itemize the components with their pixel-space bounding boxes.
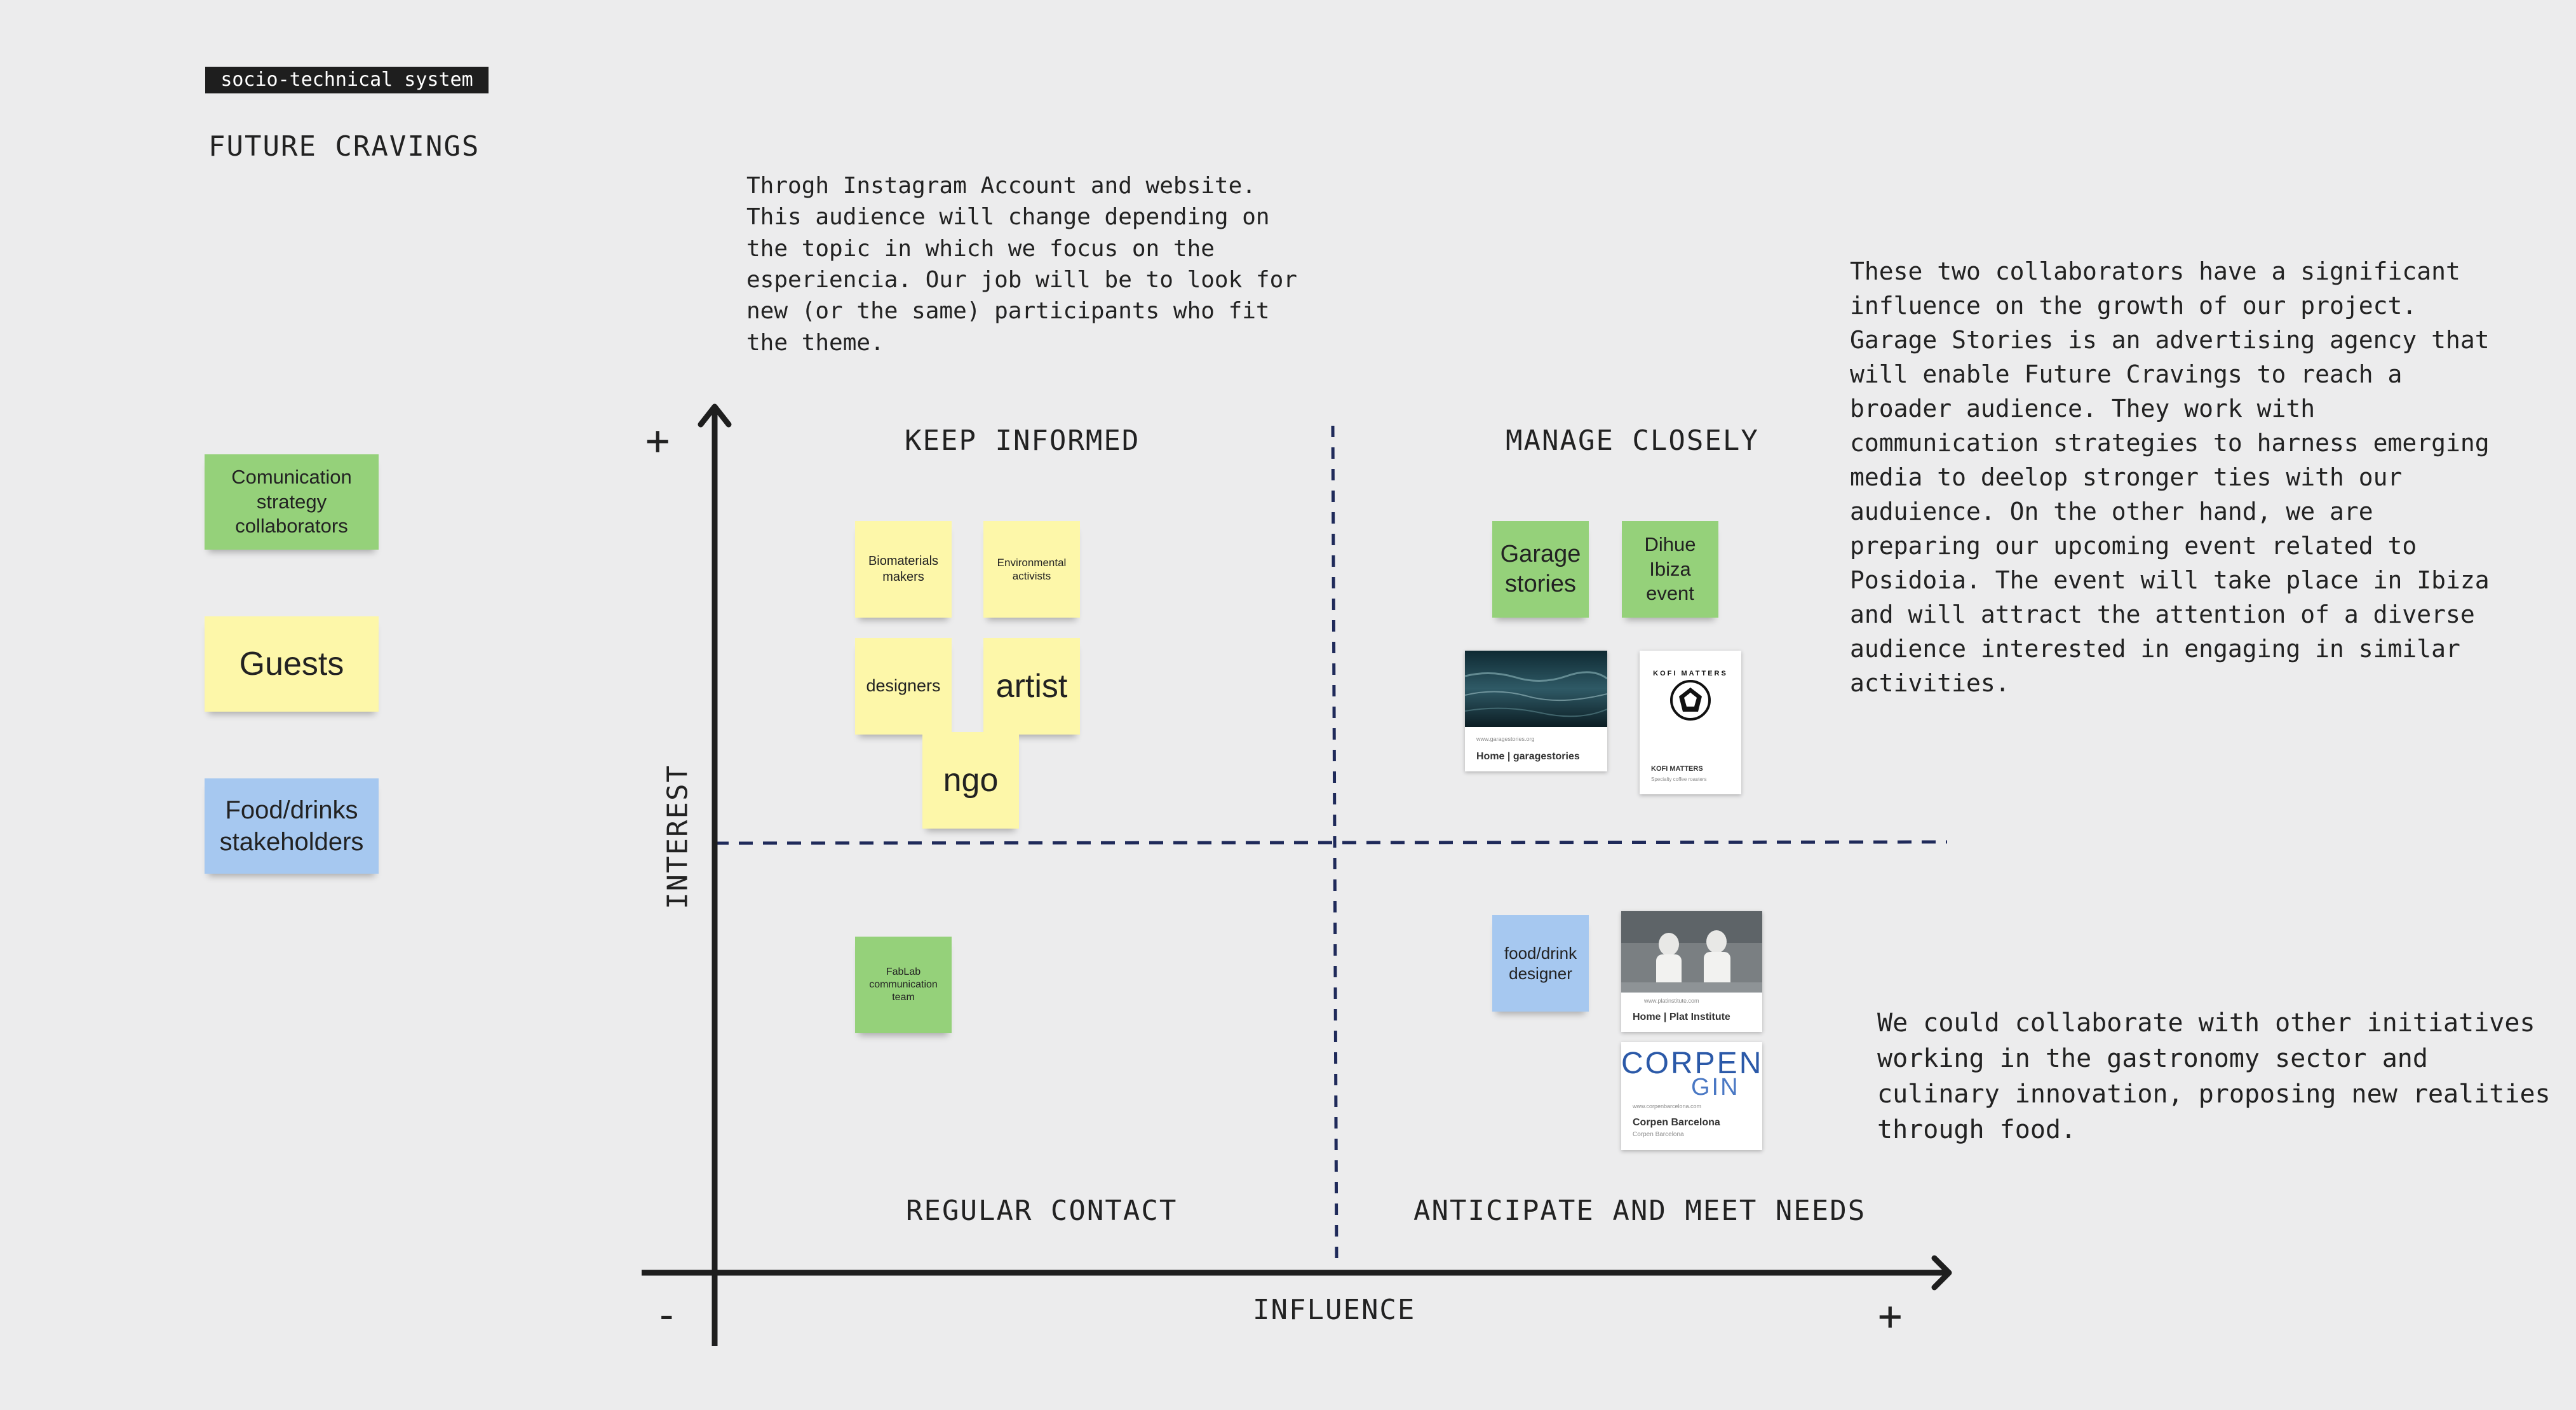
dihue-label: Dihue Ibiza event bbox=[1644, 532, 1696, 605]
legend-collaborators-label: Comunication strategy collaborators bbox=[231, 465, 352, 538]
water-image bbox=[1465, 651, 1607, 727]
legend-guests-sticky[interactable]: Guests bbox=[205, 616, 379, 712]
corpen-sub: Corpen Barcelona bbox=[1633, 1131, 1684, 1138]
instagram-note: Throgh Instagram Account and website. Th… bbox=[746, 173, 1297, 356]
lab-photo-image bbox=[1621, 911, 1762, 993]
food-designer-sticky[interactable]: food/drink designer bbox=[1492, 915, 1589, 1012]
y-axis-arrow bbox=[698, 403, 732, 428]
kofi-logo-icon bbox=[1670, 680, 1711, 721]
kofi-sub: Specialty coffee roasters bbox=[1651, 776, 1707, 782]
x-axis-arrow bbox=[1931, 1255, 1952, 1291]
plat-title: Home | Plat Institute bbox=[1633, 1012, 1730, 1022]
corpen-url: www.corpenbarcelona.com bbox=[1633, 1103, 1702, 1109]
system-tag: socio-technical system bbox=[205, 67, 489, 93]
garagestories-title: Home | garagestories bbox=[1476, 751, 1580, 762]
horizontal-divider bbox=[714, 840, 1948, 845]
plus-right-label: + bbox=[1878, 1293, 1903, 1340]
garage-stories-sticky[interactable]: Garage stories bbox=[1492, 521, 1589, 618]
y-axis-label: INTEREST bbox=[661, 764, 694, 909]
kofi-title: KOFI MATTERS bbox=[1651, 765, 1703, 773]
plat-institute-card[interactable]: www.platinstitute.com Home | Plat Instit… bbox=[1621, 911, 1762, 1032]
minus-label: - bbox=[654, 1292, 679, 1339]
x-axis-label: INFLUENCE bbox=[1253, 1294, 1416, 1326]
designers-sticky[interactable]: designers bbox=[855, 638, 952, 735]
environmental-label: Environmental activists bbox=[997, 556, 1067, 582]
legend-guests-label: Guests bbox=[239, 645, 344, 682]
quadrant-regular-contact: REGULAR CONTACT bbox=[906, 1195, 1178, 1227]
biomaterials-sticky[interactable]: Biomaterials makers bbox=[855, 521, 952, 618]
biomaterials-label: Biomaterials makers bbox=[868, 554, 939, 584]
artist-label: artist bbox=[995, 667, 1068, 705]
quadrant-anticipate-needs: ANTICIPATE AND MEET NEEDS bbox=[1413, 1195, 1866, 1227]
legend-collaborators-sticky[interactable]: Comunication strategy collaborators bbox=[205, 454, 379, 550]
plat-url: www.platinstitute.com bbox=[1644, 998, 1699, 1004]
corpen-title: Corpen Barcelona bbox=[1633, 1117, 1720, 1128]
kofi-logo-text: KOFI MATTERS bbox=[1653, 670, 1728, 677]
ngo-label: ngo bbox=[943, 761, 999, 799]
environmental-sticky[interactable]: Environmental activists bbox=[983, 521, 1080, 618]
corpen-logo-text: CORPEN bbox=[1621, 1047, 1763, 1080]
page-title: FUTURE CRAVINGS bbox=[208, 130, 480, 163]
vertical-divider bbox=[1331, 425, 1339, 1262]
garagestories-url: www.garagestories.org bbox=[1476, 736, 1535, 742]
ngo-sticky[interactable]: ngo bbox=[922, 732, 1019, 829]
designers-label: designers bbox=[866, 676, 941, 696]
legend-stakeholders-sticky[interactable]: Food/drinks stakeholders bbox=[205, 778, 379, 874]
gin-logo-text: GIN bbox=[1691, 1074, 1740, 1101]
fablab-label: FabLab communication team bbox=[869, 966, 938, 1003]
dihue-sticky[interactable]: Dihue Ibiza event bbox=[1622, 521, 1718, 618]
collaborators-note: These two collaborators have a significa… bbox=[1850, 257, 2490, 697]
corpen-gin-card[interactable]: CORPEN GIN www.corpenbarcelona.com Corpe… bbox=[1621, 1042, 1762, 1150]
plus-top-label: + bbox=[645, 417, 670, 464]
legend-stakeholders-label: Food/drinks stakeholders bbox=[219, 796, 364, 856]
gastronomy-note: We could collaborate with other initiati… bbox=[1877, 1008, 2551, 1144]
artist-sticky[interactable]: artist bbox=[983, 638, 1080, 735]
quadrant-keep-informed: KEEP INFORMED bbox=[905, 424, 1140, 457]
quadrant-manage-closely: MANAGE CLOSELY bbox=[1506, 424, 1759, 457]
garage-stories-label: Garage stories bbox=[1500, 540, 1581, 598]
fablab-sticky[interactable]: FabLab communication team bbox=[855, 937, 952, 1033]
food-designer-label: food/drink designer bbox=[1504, 943, 1577, 984]
garagestories-card[interactable]: www.garagestories.org Home | garagestori… bbox=[1465, 651, 1607, 771]
kofi-card[interactable]: KOFI MATTERS KOFI MATTERS Specialty coff… bbox=[1640, 651, 1741, 794]
